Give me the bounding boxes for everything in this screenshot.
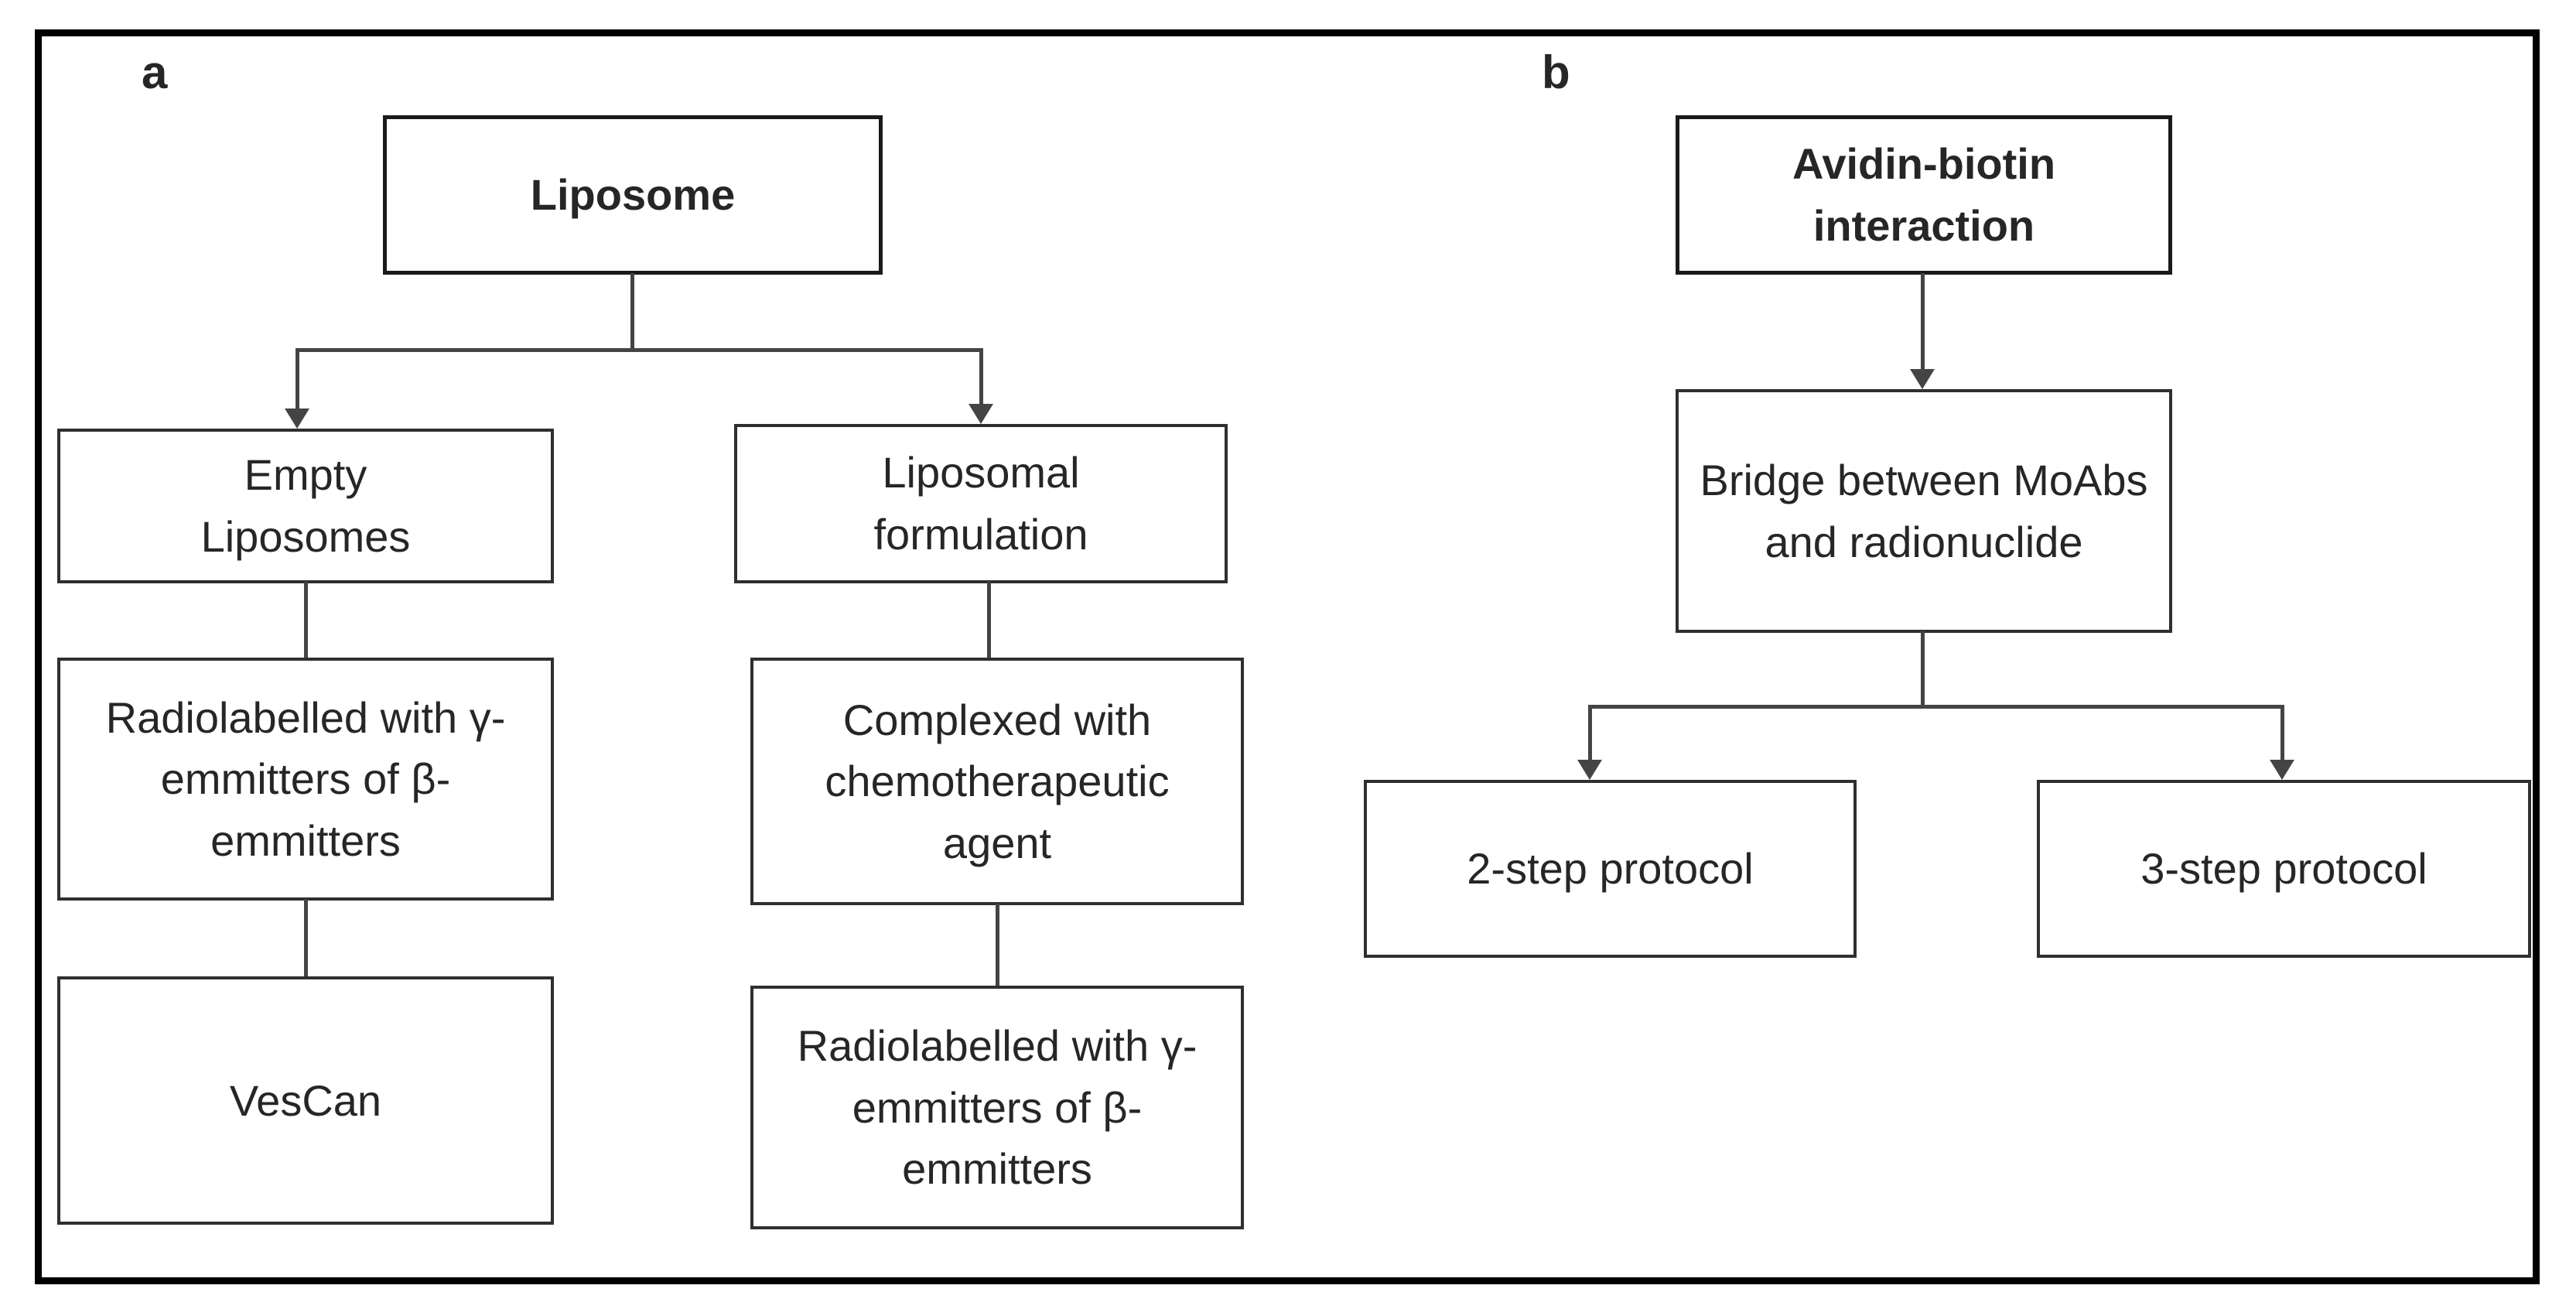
connector-avidin-to-bridge: [1921, 273, 1925, 371]
node-liposomal-formulation-label: Liposomal formulation: [873, 448, 1088, 559]
node-vescan-label: VesCan: [229, 1075, 382, 1125]
node-bridge-label: Bridge between MoAbs and radionuclide: [1700, 455, 2148, 566]
connector-radiolabelled-to-vescan: [304, 899, 308, 978]
arrowhead-two-step: [1577, 760, 1602, 780]
node-radiolabelled-empty-label: Radiolabelled with γ- emmitters of β- em…: [105, 692, 506, 865]
node-three-step: 3-step protocol: [2037, 780, 2531, 958]
node-radiolabelled-formulation-label: Radiolabelled with γ- emmitters of β- em…: [797, 1021, 1197, 1194]
connector-liposome-branch: [296, 348, 983, 352]
connector-protocol-branch: [1588, 705, 2284, 709]
arrowhead-three-step: [2270, 760, 2294, 780]
arrowhead-bridge: [1910, 369, 1935, 389]
connector-drop-liposomal-formulation: [979, 348, 983, 407]
connector-drop-three-step: [2280, 705, 2284, 763]
node-radiolabelled-formulation: Radiolabelled with γ- emmitters of β- em…: [750, 986, 1244, 1229]
node-empty-liposomes: Empty Liposomes: [57, 429, 554, 583]
node-liposomal-formulation: Liposomal formulation: [734, 424, 1228, 583]
node-avidin-biotin: Avidin-biotin interaction: [1676, 115, 2172, 275]
node-liposome: Liposome: [383, 115, 883, 275]
node-two-step-label: 2-step protocol: [1467, 844, 1754, 894]
connector-complexed-to-radiolabelled: [996, 904, 999, 987]
node-complexed-label: Complexed with chemotherapeutic agent: [825, 695, 1170, 867]
node-three-step-label: 3-step protocol: [2140, 844, 2427, 894]
panel-a-label: a: [142, 46, 168, 98]
connector-drop-two-step: [1588, 705, 1592, 763]
connector-bridge-stem: [1921, 631, 1925, 708]
arrowhead-liposomal-formulation: [969, 404, 993, 424]
node-avidin-biotin-label: Avidin-biotin interaction: [1792, 139, 2056, 250]
node-two-step: 2-step protocol: [1364, 780, 1857, 958]
node-liposome-label: Liposome: [530, 170, 736, 220]
arrowhead-empty-liposomes: [285, 408, 309, 429]
node-radiolabelled-empty: Radiolabelled with γ- emmitters of β- em…: [57, 658, 554, 901]
connector-empty-to-radiolabelled: [304, 582, 308, 659]
node-bridge: Bridge between MoAbs and radionuclide: [1676, 389, 2172, 633]
connector-drop-empty-liposomes: [296, 348, 299, 412]
node-empty-liposomes-label: Empty Liposomes: [200, 450, 411, 561]
connector-liposome-stem: [630, 273, 634, 350]
node-vescan: VesCan: [57, 976, 554, 1225]
panel-b-label: b: [1542, 46, 1570, 98]
connector-liposomal-to-complexed: [987, 582, 991, 659]
node-complexed: Complexed with chemotherapeutic agent: [750, 658, 1244, 905]
